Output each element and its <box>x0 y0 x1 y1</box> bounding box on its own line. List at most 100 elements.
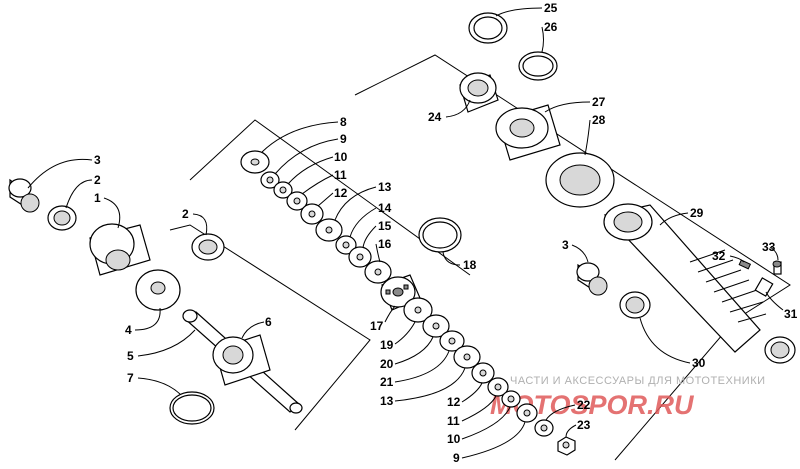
shim-20 <box>422 314 450 338</box>
callout-30: 30 <box>692 356 706 370</box>
shim-9-lower <box>516 403 538 423</box>
shock-body-frame <box>354 54 791 461</box>
callout-10-upper: 10 <box>334 150 348 164</box>
callout-7: 7 <box>127 371 134 385</box>
callout-32: 32 <box>712 249 726 263</box>
leader-15 <box>362 225 377 249</box>
leader-13a <box>334 186 377 221</box>
callout-17: 17 <box>370 319 384 333</box>
callout-10-lower: 10 <box>447 432 461 446</box>
shim-13-lower <box>453 345 481 369</box>
callout-27: 27 <box>592 95 606 109</box>
callout-2-center: 2 <box>182 207 189 221</box>
shim-12-upper <box>300 203 324 225</box>
leader-16 <box>375 243 381 263</box>
leader-23 <box>565 424 577 438</box>
bushing-3-right <box>576 262 608 296</box>
callout-5: 5 <box>127 349 134 363</box>
leader-14 <box>349 207 377 238</box>
callout-24: 24 <box>428 110 442 124</box>
callout-19: 19 <box>380 338 394 352</box>
callout-3-left: 3 <box>94 153 101 167</box>
leader-9b <box>461 421 526 459</box>
leader-5 <box>137 329 196 357</box>
callout-22: 22 <box>577 398 591 412</box>
shim-14 <box>335 235 357 255</box>
bushing-3-left <box>8 178 40 213</box>
leader-20 <box>394 336 434 365</box>
leader-21 <box>394 350 450 383</box>
valve-stack-frame <box>189 119 471 276</box>
shim-12-lower <box>471 362 495 384</box>
callout-12-lower: 12 <box>447 395 461 409</box>
reservoir-cap-24 <box>459 72 499 113</box>
bushing-2-left <box>47 205 77 231</box>
collar-28 <box>545 152 615 208</box>
shim-11-upper <box>286 191 308 211</box>
spring-retainer-27 <box>495 104 561 161</box>
shaft-assembly-frame <box>169 224 371 431</box>
leader-31 <box>765 291 784 311</box>
bushing-right <box>619 291 651 319</box>
washer-22 <box>534 419 554 437</box>
watermark-tagline: ЧАСТИ И АКСЕССУАРЫ ДЛЯ МОТОТЕХНИКИ <box>510 375 766 387</box>
callout-12-upper: 12 <box>334 186 348 200</box>
leader-18 <box>442 251 461 266</box>
shim-10-lower <box>501 390 521 408</box>
leader-12b <box>461 382 483 403</box>
callout-33: 33 <box>762 240 776 254</box>
callout-2-left: 2 <box>94 173 101 187</box>
leader-2a <box>65 179 93 209</box>
callout-6: 6 <box>265 315 272 329</box>
leader-24 <box>445 99 471 118</box>
callout-9-upper: 9 <box>340 132 347 146</box>
callout-3-right: 3 <box>562 238 569 252</box>
leader-7 <box>137 377 181 395</box>
callout-4: 4 <box>125 323 132 337</box>
shim-16 <box>364 260 392 284</box>
leader-13b <box>394 367 466 402</box>
seal-30 <box>764 336 796 364</box>
shim-15 <box>348 246 372 268</box>
callout-15: 15 <box>378 219 392 233</box>
shim-10-upper <box>273 181 293 199</box>
fitting-31 <box>754 277 774 297</box>
eyelet-1 <box>89 223 151 276</box>
callout-11-upper: 11 <box>334 168 347 182</box>
leader-1 <box>103 197 121 229</box>
shaft-bumper-6 <box>212 334 271 386</box>
leader-4 <box>134 307 161 331</box>
leader-10a <box>287 156 334 185</box>
piston-ring-18 <box>418 217 462 253</box>
callout-14: 14 <box>378 201 392 215</box>
screw-32 <box>738 259 752 270</box>
leader-32 <box>729 255 745 263</box>
callout-20: 20 <box>380 357 394 371</box>
shim-11-lower <box>487 377 509 397</box>
nut-23 <box>557 436 576 456</box>
o-ring-7 <box>169 391 215 425</box>
leader-25 <box>495 7 543 17</box>
leader-33 <box>769 246 779 261</box>
shim-13-upper <box>315 218 343 242</box>
shim-19 <box>403 297 433 323</box>
leader-12a <box>317 192 334 207</box>
leader-30 <box>639 317 691 364</box>
callout-9-lower: 9 <box>453 451 460 465</box>
leader-27 <box>544 101 591 113</box>
leader-2b <box>192 213 208 236</box>
leader-3a <box>27 158 93 189</box>
leader-19 <box>394 321 416 345</box>
callout-13-lower: 13 <box>380 394 394 408</box>
shim-9-upper <box>260 171 280 189</box>
leader-11a <box>301 174 334 195</box>
bushing-4 <box>135 269 181 311</box>
callout-1: 1 <box>94 191 101 205</box>
callout-16: 16 <box>378 237 392 251</box>
leader-3b <box>571 244 589 263</box>
callout-21: 21 <box>380 375 394 389</box>
callout-23: 23 <box>577 418 591 432</box>
leader-22 <box>545 404 576 421</box>
leader-9a <box>274 138 339 175</box>
